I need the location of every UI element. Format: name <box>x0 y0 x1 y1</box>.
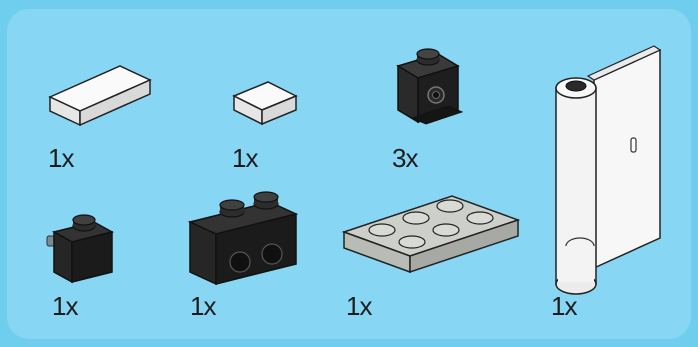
black-headlight-brick-part <box>398 49 462 124</box>
white-tile-1x1-part <box>234 82 296 124</box>
plate-quantity: 1x <box>346 291 371 322</box>
white-door-part <box>556 46 660 294</box>
door-quantity: 1x <box>551 291 576 322</box>
technic-brick-quantity: 1x <box>190 291 215 322</box>
gray-plate-2x3-part <box>344 196 518 272</box>
black-technic-brick-1x2-part <box>190 192 296 284</box>
technic-pin-brick-quantity: 1x <box>52 291 77 322</box>
tile-1x1-quantity: 1x <box>232 143 257 174</box>
tile-1x2-quantity: 1x <box>48 143 73 174</box>
white-tile-1x2-part <box>50 66 150 125</box>
black-technic-pin-brick-part <box>47 215 112 282</box>
headlight-brick-quantity: 3x <box>392 143 417 174</box>
